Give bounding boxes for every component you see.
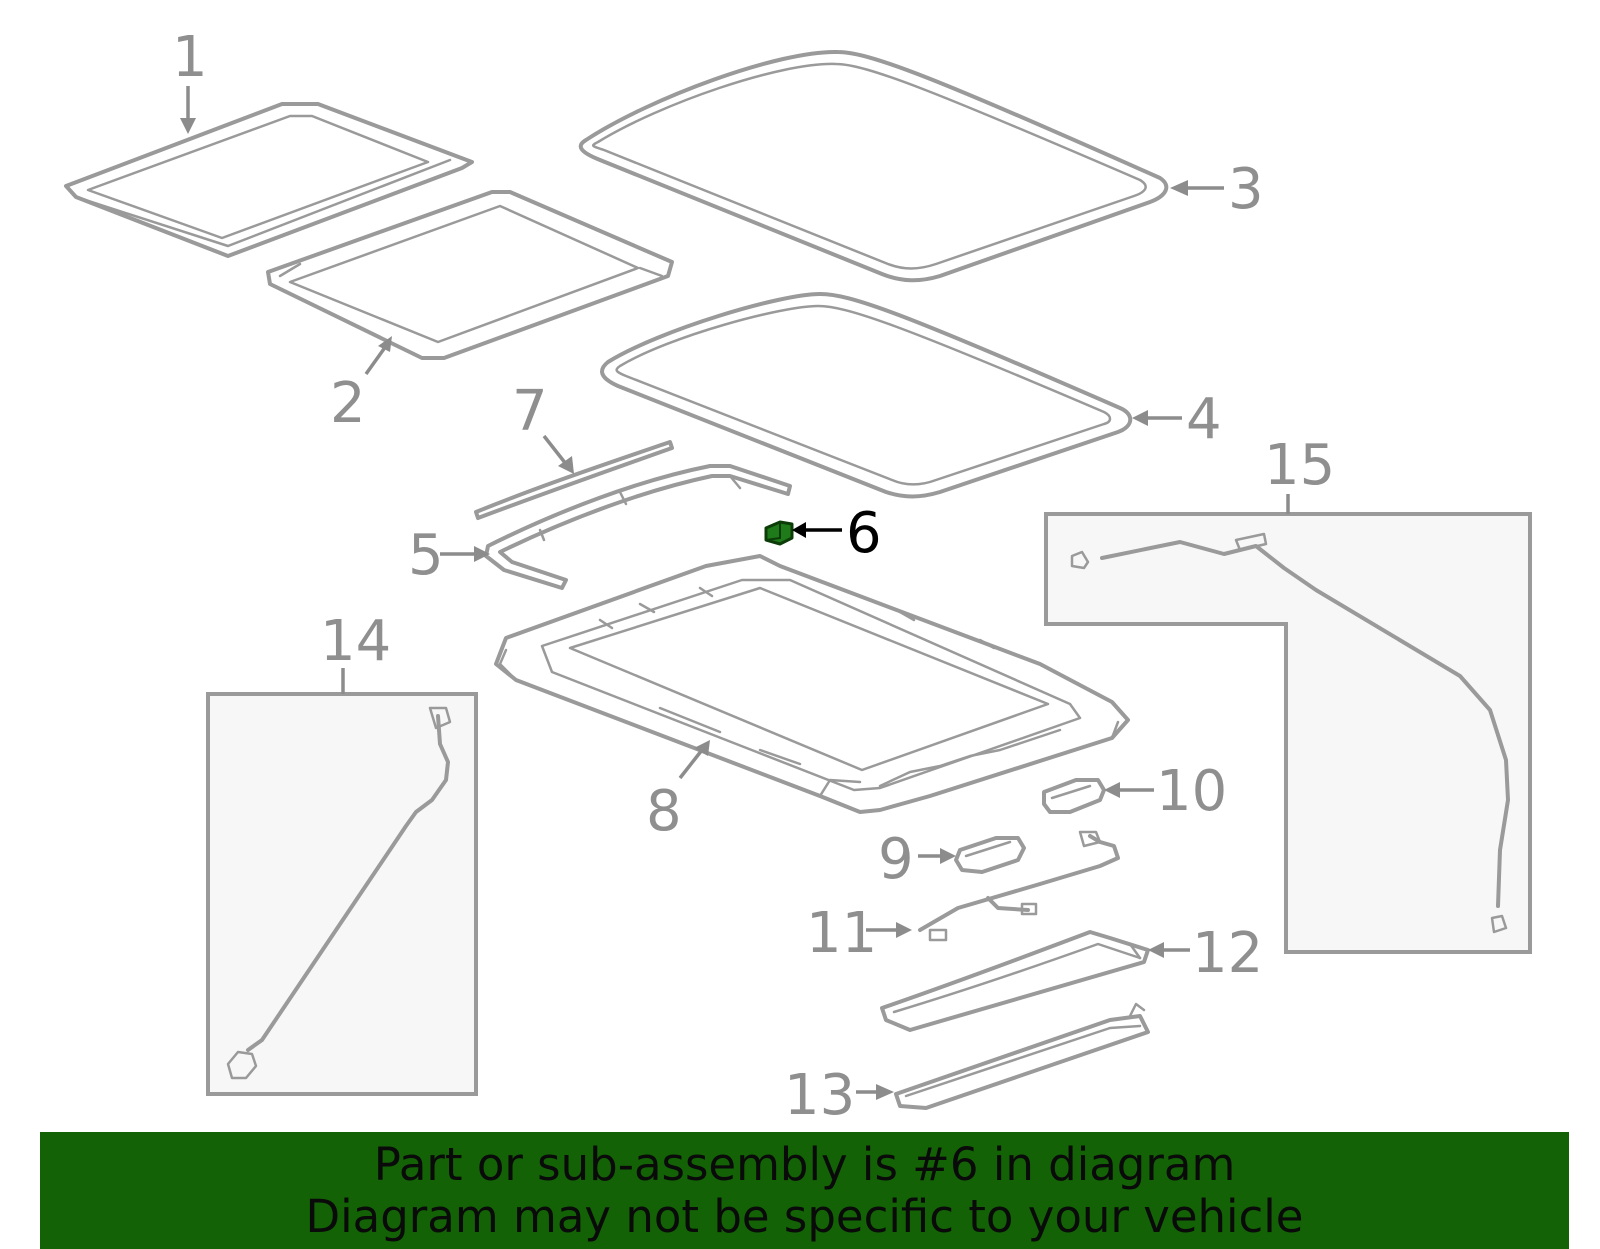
inset-15-drain-hose: [1044, 512, 1532, 954]
callout-13: 13: [784, 1063, 855, 1128]
callout-2: 2: [330, 371, 366, 436]
callout-arrows: [180, 86, 1290, 1100]
part-10-bracket: [1042, 778, 1106, 814]
callout-1: 1: [172, 25, 208, 90]
part-11-harness: [918, 830, 1120, 942]
banner-line-1: Part or sub-assembly is #6 in diagram: [373, 1137, 1236, 1191]
part-1-glass-panel: [64, 102, 474, 258]
callout-7: 7: [512, 379, 548, 444]
part-2-glass-panel: [266, 190, 674, 360]
callout-4: 4: [1186, 387, 1222, 452]
callout-3: 3: [1228, 157, 1264, 222]
part-9-bracket: [954, 836, 1026, 874]
callout-10: 10: [1156, 759, 1227, 824]
callout-6: 6: [846, 501, 882, 566]
part-7-strip: [474, 440, 674, 520]
callout-12: 12: [1192, 921, 1263, 986]
part-4-seal: [600, 292, 1133, 499]
info-banner: Part or sub-assembly is #6 in diagram Di…: [40, 1132, 1569, 1249]
callout-11: 11: [806, 901, 877, 966]
inset-14-drain-hose: [206, 692, 478, 1096]
part-8-frame: [494, 554, 1130, 814]
part-6-clip: [764, 520, 794, 546]
part-12-sunshade: [880, 930, 1150, 1032]
callout-5: 5: [408, 523, 444, 588]
callout-labels: 1 2 3 4 5 6 7 8 9 10 11 12 13 14 15: [172, 25, 1335, 1128]
part-5-deflector: [484, 464, 792, 590]
part-3-weatherstrip: [578, 49, 1169, 283]
callout-15: 15: [1264, 433, 1335, 498]
callout-14: 14: [320, 609, 391, 674]
callout-9: 9: [878, 827, 914, 892]
callout-8: 8: [646, 779, 682, 844]
part-13-rail: [894, 1002, 1150, 1110]
banner-line-2: Diagram may not be specific to your vehi…: [305, 1189, 1304, 1243]
